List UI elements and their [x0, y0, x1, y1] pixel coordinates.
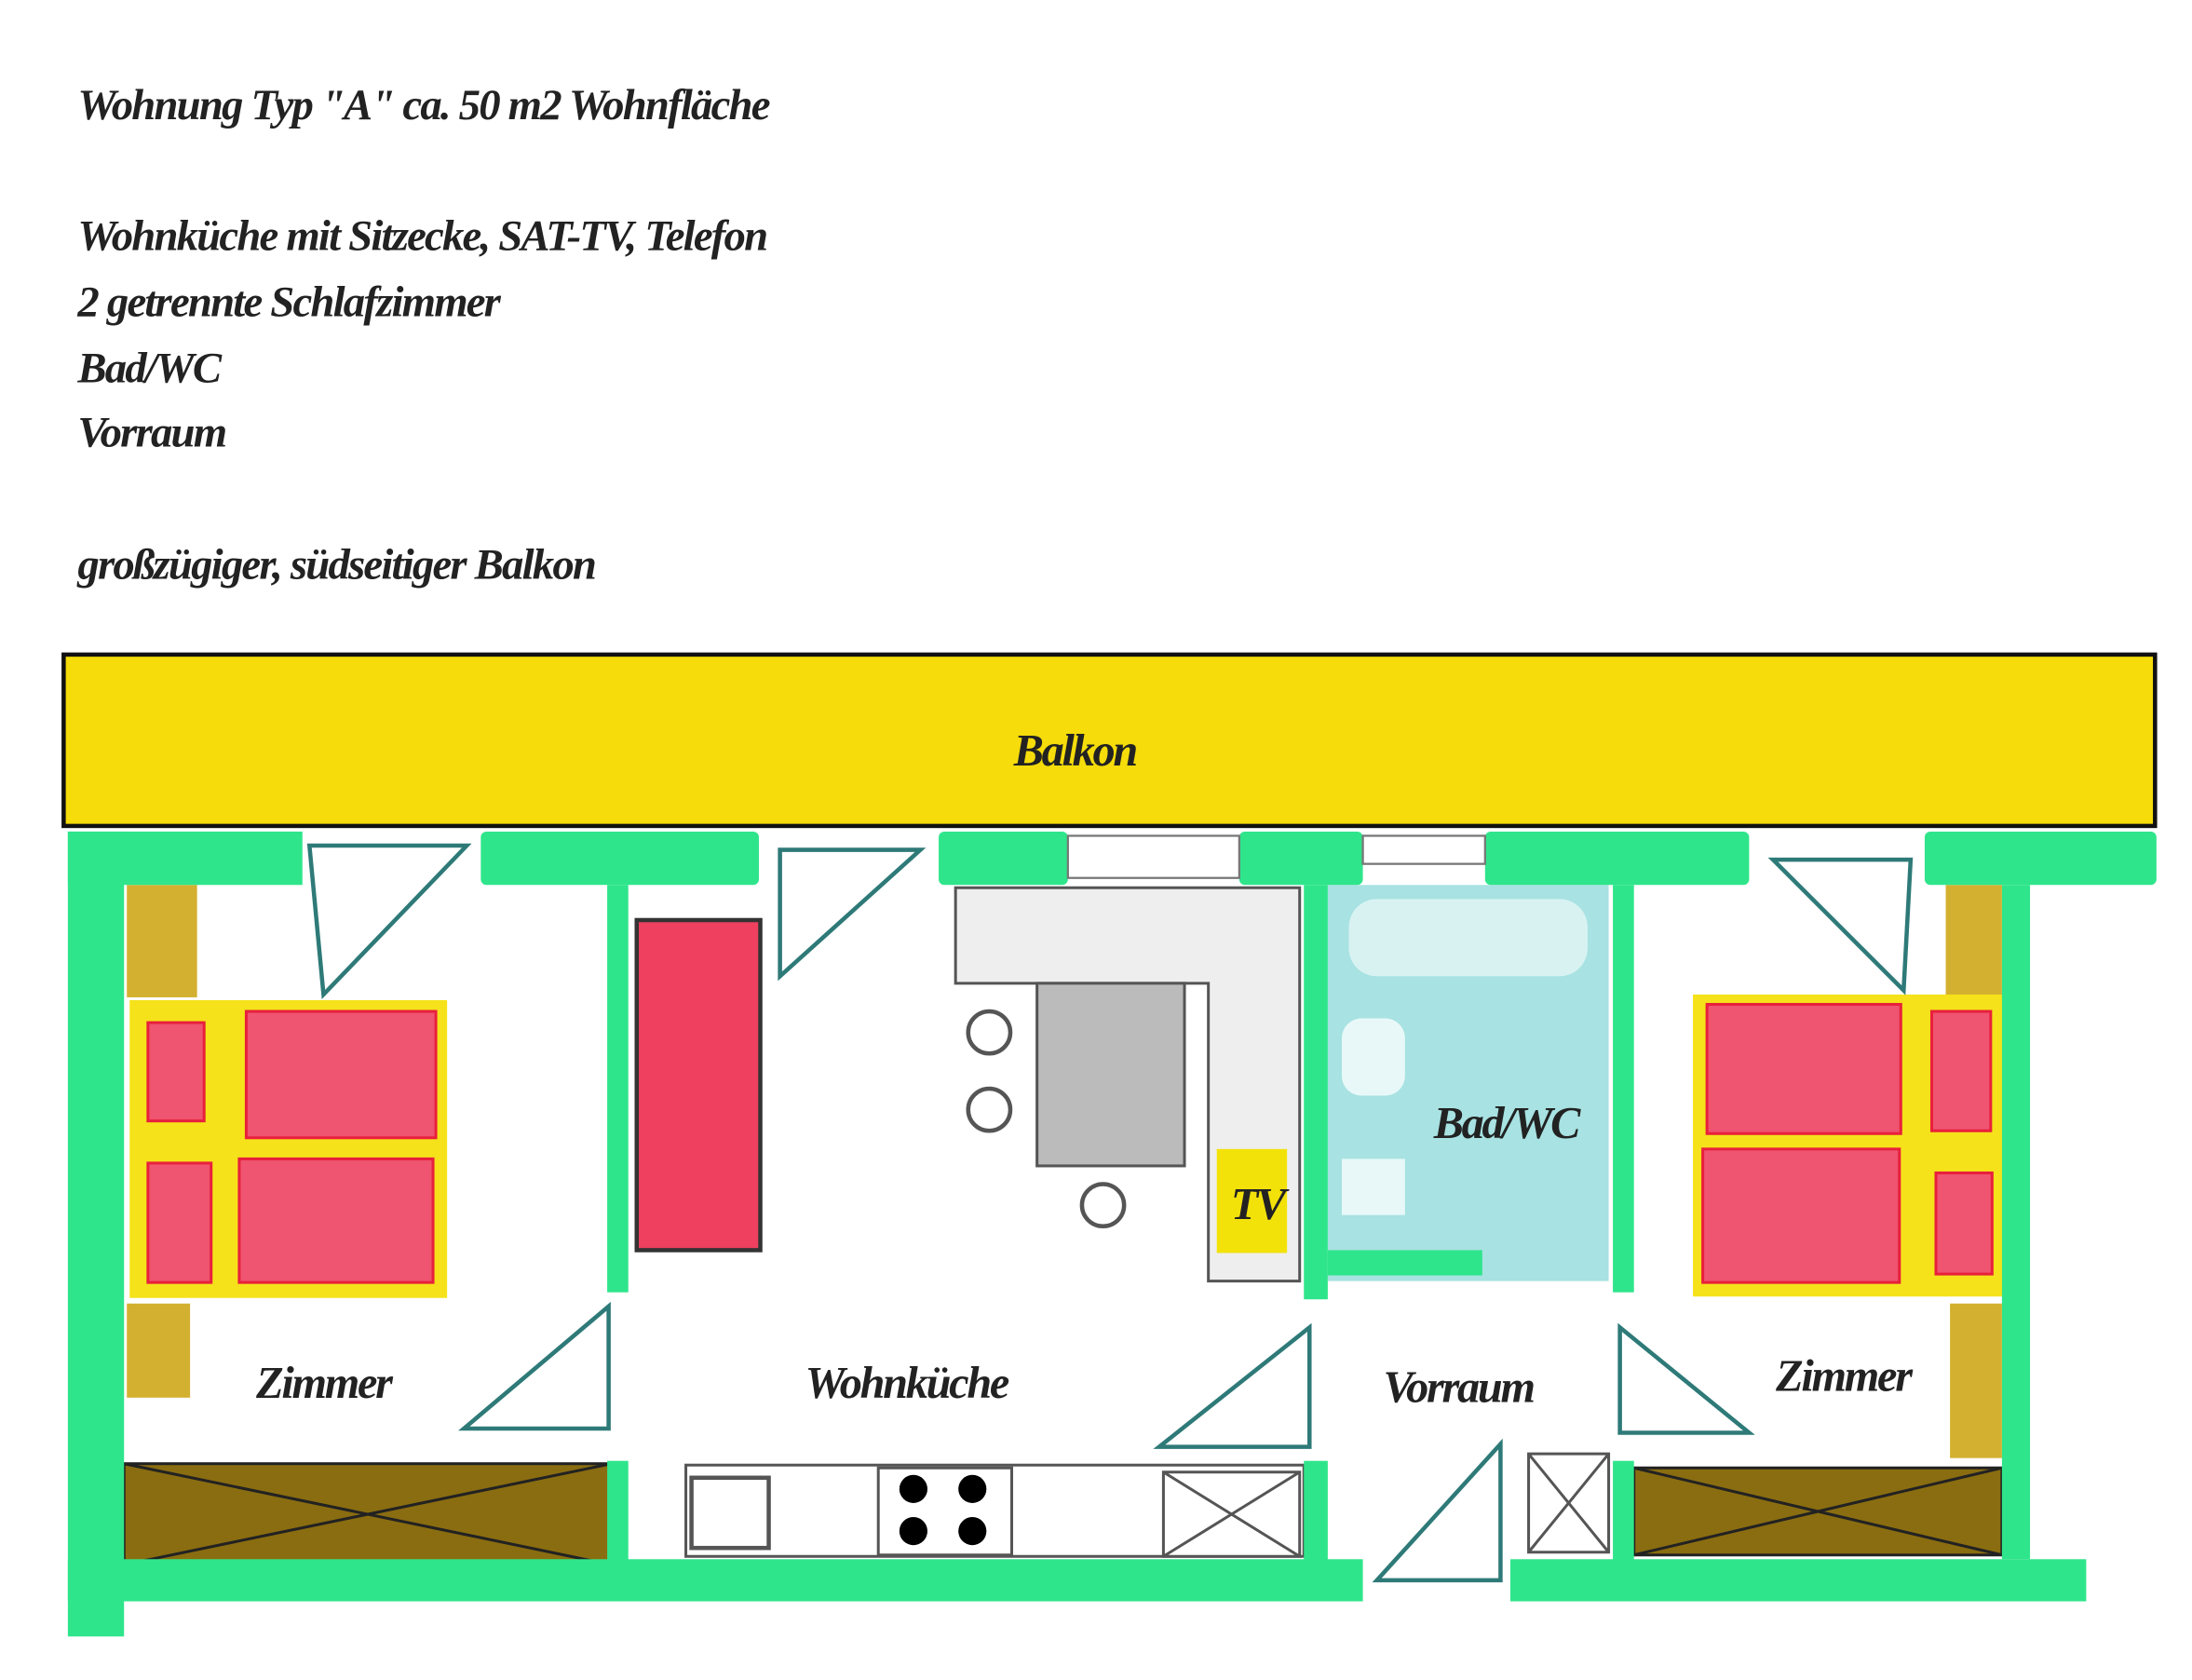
- walls: [67, 831, 2157, 1637]
- door-swing: [306, 843, 472, 1000]
- chair: [1079, 1182, 1127, 1229]
- washbasin: [1341, 1158, 1405, 1215]
- window-sills: [1066, 834, 1486, 879]
- stove: [876, 1466, 1014, 1557]
- balcony: [61, 652, 2158, 829]
- room-label-kitchen: Wohnküche: [805, 1359, 1009, 1408]
- stove-burners: [899, 1474, 987, 1546]
- door-swing: [1617, 1322, 1755, 1435]
- entrance-door: [1372, 1438, 1503, 1583]
- toilet: [1341, 1018, 1405, 1096]
- balcony-label: Balkon: [1013, 726, 1137, 776]
- shelves: [127, 885, 2002, 1458]
- seating-corner: [954, 886, 1302, 1283]
- room-label-bath: Bad/WC: [1433, 1099, 1581, 1148]
- door-swing: [1153, 1322, 1312, 1449]
- doors: [306, 843, 1914, 1583]
- door-swing: [458, 1301, 611, 1431]
- apartment-title: Wohnung Typ "A" ca. 50 m2 Wohnfläche: [77, 81, 769, 129]
- bed-right: [1693, 994, 2010, 1297]
- bathtub: [1348, 899, 1588, 977]
- chairs: [966, 1009, 1127, 1229]
- feature-bedrooms: 2 getrennte Schlafzimmer: [76, 278, 501, 326]
- balcony-note: großzügiger, südseitiger Balkon: [76, 540, 595, 589]
- room-label-bedroom-right: Zimmer: [1775, 1351, 1914, 1401]
- sink: [689, 1475, 771, 1551]
- feature-bath: Bad/WC: [76, 344, 222, 392]
- feature-hall: Vorraum: [77, 409, 225, 457]
- hall-closet: [1527, 1452, 1611, 1554]
- sofa: [634, 917, 763, 1253]
- room-label-hall: Vorraum: [1384, 1362, 1535, 1412]
- tv-label: TV: [1231, 1180, 1290, 1229]
- door-swing: [778, 847, 927, 982]
- tv-box: [1216, 1148, 1288, 1253]
- bed-left: [129, 999, 448, 1298]
- dining-table: [1035, 982, 1186, 1168]
- door-swing: [1767, 857, 1914, 996]
- wardrobe-right: [1632, 1466, 2004, 1557]
- fridge: [1161, 1470, 1302, 1558]
- feature-kitchen: Wohnküche mit Sitzecke, SAT-TV, Telefon: [77, 211, 766, 260]
- room-label-bedroom-left: Zimmer: [255, 1359, 394, 1408]
- description: Wohnung Typ "A" ca. 50 m2 Wohnfläche Woh…: [76, 81, 771, 589]
- chair: [966, 1086, 1013, 1133]
- chair: [966, 1009, 1013, 1056]
- wardrobe-left: [122, 1462, 614, 1566]
